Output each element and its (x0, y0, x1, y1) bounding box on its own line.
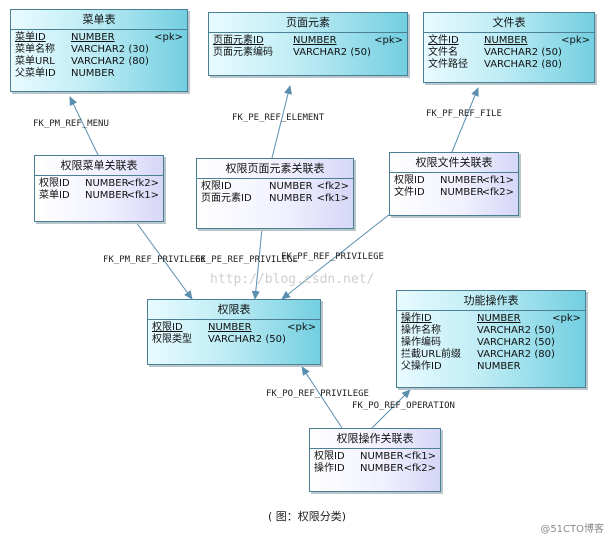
entity-operation-title: 功能操作表 (397, 291, 585, 311)
link-pf-priv (281, 213, 391, 300)
link-pm-priv (135, 221, 193, 300)
entity-privilege-title: 权限表 (148, 300, 320, 320)
brand-watermark: @51CTO博客 (540, 524, 604, 535)
rel-label-pe-priv: FK_PE_REF_PRIVILEGE (195, 255, 298, 265)
rel-label-pf-priv: FK_PF_REF_PRIVILEGE (281, 252, 384, 262)
entity-page-element-title: 页面元素 (209, 13, 407, 33)
rel-label-pe-element: FK_PE_REF_ELEMENT (232, 113, 325, 123)
entity-menu-title: 菜单表 (11, 10, 187, 30)
entity-file-title: 文件表 (424, 13, 594, 33)
entity-privilege-file-title: 权限文件关联表 (390, 153, 518, 173)
link-pm-menu (69, 96, 99, 156)
link-po-op (371, 389, 411, 429)
entity-privilege-operation-title: 权限操作关联表 (310, 429, 440, 449)
rel-label-pm-priv: FK_PM_REF_PRIVILEGE (103, 255, 206, 265)
rel-label-pm-menu: FK_PM_REF_MENU (33, 119, 109, 129)
entity-privilege-element-title: 权限页面元素关联表 (197, 159, 353, 179)
link-pf-file (451, 87, 479, 153)
rel-label-po-priv: FK_PO_REF_PRIVILEGE (266, 389, 369, 399)
entity-privilege-menu-title: 权限菜单关联表 (35, 156, 163, 176)
watermark-url: http://blog.csdn.net/ (210, 272, 375, 287)
link-pe-priv (251, 228, 263, 300)
rel-label-po-op: FK_PO_REF_OPERATION (352, 401, 455, 411)
figure-caption: ( 图：权限分类) (267, 510, 347, 523)
rel-label-pf-file: FK_PF_REF_FILE (426, 109, 502, 119)
link-po-priv (301, 366, 343, 429)
link-pe-element (271, 85, 292, 159)
